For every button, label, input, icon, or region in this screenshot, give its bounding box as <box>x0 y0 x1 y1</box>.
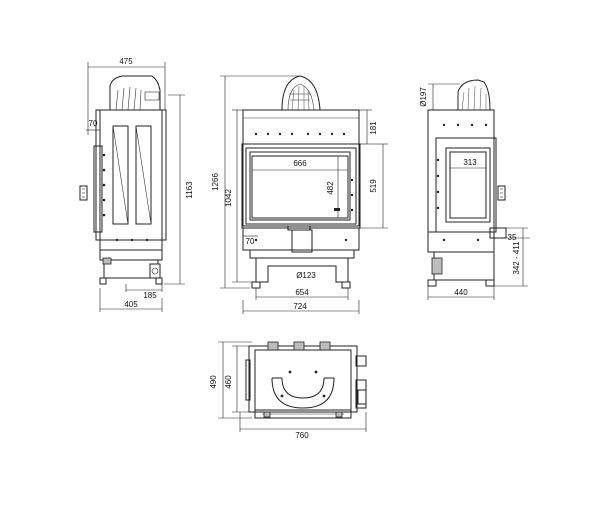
dim-right-flue: Ø197 <box>419 87 428 107</box>
dim-front-frame-height: 1042 <box>224 189 233 207</box>
dim-side-offset: 70 <box>89 119 98 128</box>
dim-side-height: 1163 <box>185 181 194 199</box>
side-view-right: Ø197 313 35 <box>419 79 530 300</box>
dim-side-depth-bottom: 405 <box>124 300 138 309</box>
dim-glass-height: 482 <box>326 181 335 195</box>
dim-flue-diameter: Ø123 <box>296 271 316 280</box>
dim-front-total-height: 1266 <box>211 173 220 191</box>
dim-right-glass: 313 <box>463 158 477 167</box>
dim-front-frame-box: 519 <box>369 179 378 193</box>
dim-right-offset: 35 <box>508 233 517 242</box>
dim-top-depth-total: 490 <box>209 375 218 389</box>
dim-top-depth-inner: 460 <box>224 375 233 389</box>
dim-base-width: 654 <box>295 288 309 297</box>
dim-foot-spacing: 185 <box>143 291 157 300</box>
dim-front-left-offset: 70 <box>246 237 255 246</box>
dim-top-width: 760 <box>295 431 309 440</box>
dim-front-top-offset: 181 <box>369 121 378 135</box>
dim-glass-width: 666 <box>293 159 307 168</box>
top-view: 490 460 760 <box>209 341 367 440</box>
dim-right-height-range: 342 - 411 <box>512 241 521 275</box>
front-view: 666 482 70 Ø123 654 724 <box>211 75 388 314</box>
dim-overall-width: 724 <box>293 302 307 311</box>
dim-right-depth: 440 <box>454 288 468 297</box>
side-view-left: 475 70 <box>79 57 194 312</box>
dim-side-depth-top: 475 <box>119 57 133 66</box>
